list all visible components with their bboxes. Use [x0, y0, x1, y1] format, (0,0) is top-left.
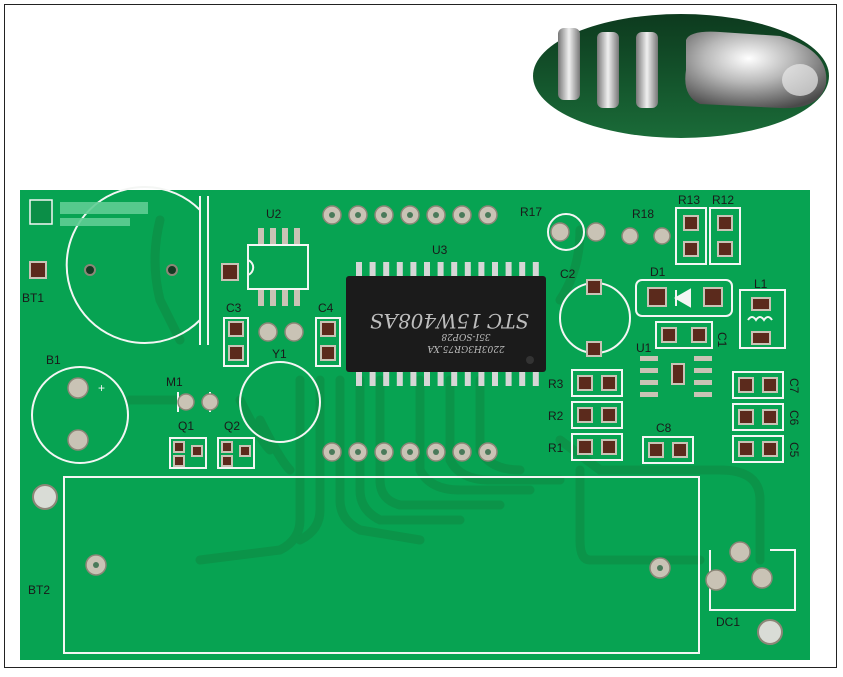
label-c8: C8	[656, 421, 672, 435]
label-u3: U3	[432, 243, 448, 257]
chip-pin-bottom	[532, 372, 539, 386]
label-c4: C4	[318, 301, 334, 315]
label-r13: R13	[678, 193, 700, 207]
chip-pin-top	[383, 262, 390, 276]
label-m1: M1	[166, 375, 183, 389]
label-r3: R3	[548, 377, 564, 391]
chip-pin-top	[505, 262, 512, 276]
component-labels: U2 U3 R17 R18 R13 R12 BT1 C2 D1 L1 C3 C4…	[22, 193, 801, 629]
chip-part: 15W408AS	[370, 309, 482, 333]
label-c2: C2	[560, 267, 576, 281]
chip-pin-top	[478, 262, 485, 276]
u1-footprint	[640, 356, 712, 397]
chip-pin-top	[519, 262, 526, 276]
chip-pin-bottom	[424, 372, 430, 386]
label-r17: R17	[520, 205, 542, 219]
label-r1: R1	[548, 441, 564, 455]
label-bt1: BT1	[22, 291, 44, 305]
u3-microcontroller: STC 15W408AS 35I-SOP28 2203H3GR75.XA	[346, 262, 546, 386]
chip-brand: STC	[487, 309, 529, 333]
label-u2: U2	[266, 207, 282, 221]
chip-pin-top	[437, 262, 444, 276]
label-r18: R18	[632, 207, 654, 221]
chip-pin-top	[451, 262, 458, 276]
manufacturer-logo	[29, 199, 148, 226]
chip-pin-bottom	[451, 372, 458, 386]
label-c6: C6	[787, 410, 801, 426]
chip-pin-bottom	[464, 372, 471, 386]
label-r2: R2	[548, 409, 564, 423]
chip-pin-bottom	[383, 372, 390, 386]
label-y1: Y1	[272, 347, 287, 361]
chip-pin-bottom	[505, 372, 512, 386]
label-c1: C1	[715, 332, 729, 348]
chip-pin-bottom	[356, 372, 362, 386]
chip-pin-top	[369, 262, 376, 276]
chip-pin-top	[356, 262, 362, 276]
label-c5: C5	[787, 442, 801, 458]
label-dc1: DC1	[716, 615, 740, 629]
label-q2: Q2	[224, 419, 240, 433]
label-u1: U1	[636, 341, 652, 355]
smd-pads	[29, 215, 778, 467]
label-c7: C7	[787, 378, 801, 394]
chip-pin-bottom	[492, 372, 498, 386]
pad-holes	[93, 212, 663, 571]
label-plus: +	[98, 381, 105, 395]
label-bt2: BT2	[28, 583, 50, 597]
solder-joint-zoom	[533, 14, 829, 138]
chip-pin-bottom	[410, 372, 417, 386]
u2-footprint	[258, 228, 300, 306]
chip-pin-top	[492, 262, 498, 276]
chip-line3: 2203H3GR75.XA	[427, 343, 506, 353]
chip-pin-bottom	[437, 372, 444, 386]
chip-pin-top	[410, 262, 417, 276]
chip-pin-bottom	[519, 372, 526, 386]
copper-traces	[125, 215, 765, 565]
chip-pin-bottom	[478, 372, 485, 386]
label-b1: B1	[46, 353, 61, 367]
chip-pin-top	[396, 262, 403, 276]
label-d1: D1	[650, 265, 666, 279]
chip-line2: 35I-SOP28	[441, 331, 490, 341]
label-q1: Q1	[178, 419, 194, 433]
label-c3: C3	[226, 301, 242, 315]
chip-pin-bottom	[369, 372, 376, 386]
mounting-holes	[32, 264, 783, 645]
label-l1: L1	[754, 277, 768, 291]
chip-pin-top	[464, 262, 471, 276]
pcb-board	[20, 190, 810, 660]
label-r12: R12	[712, 193, 734, 207]
chip-pin-bottom	[396, 372, 403, 386]
chip-pin-top	[424, 262, 430, 276]
chip-pin-top	[532, 262, 539, 276]
